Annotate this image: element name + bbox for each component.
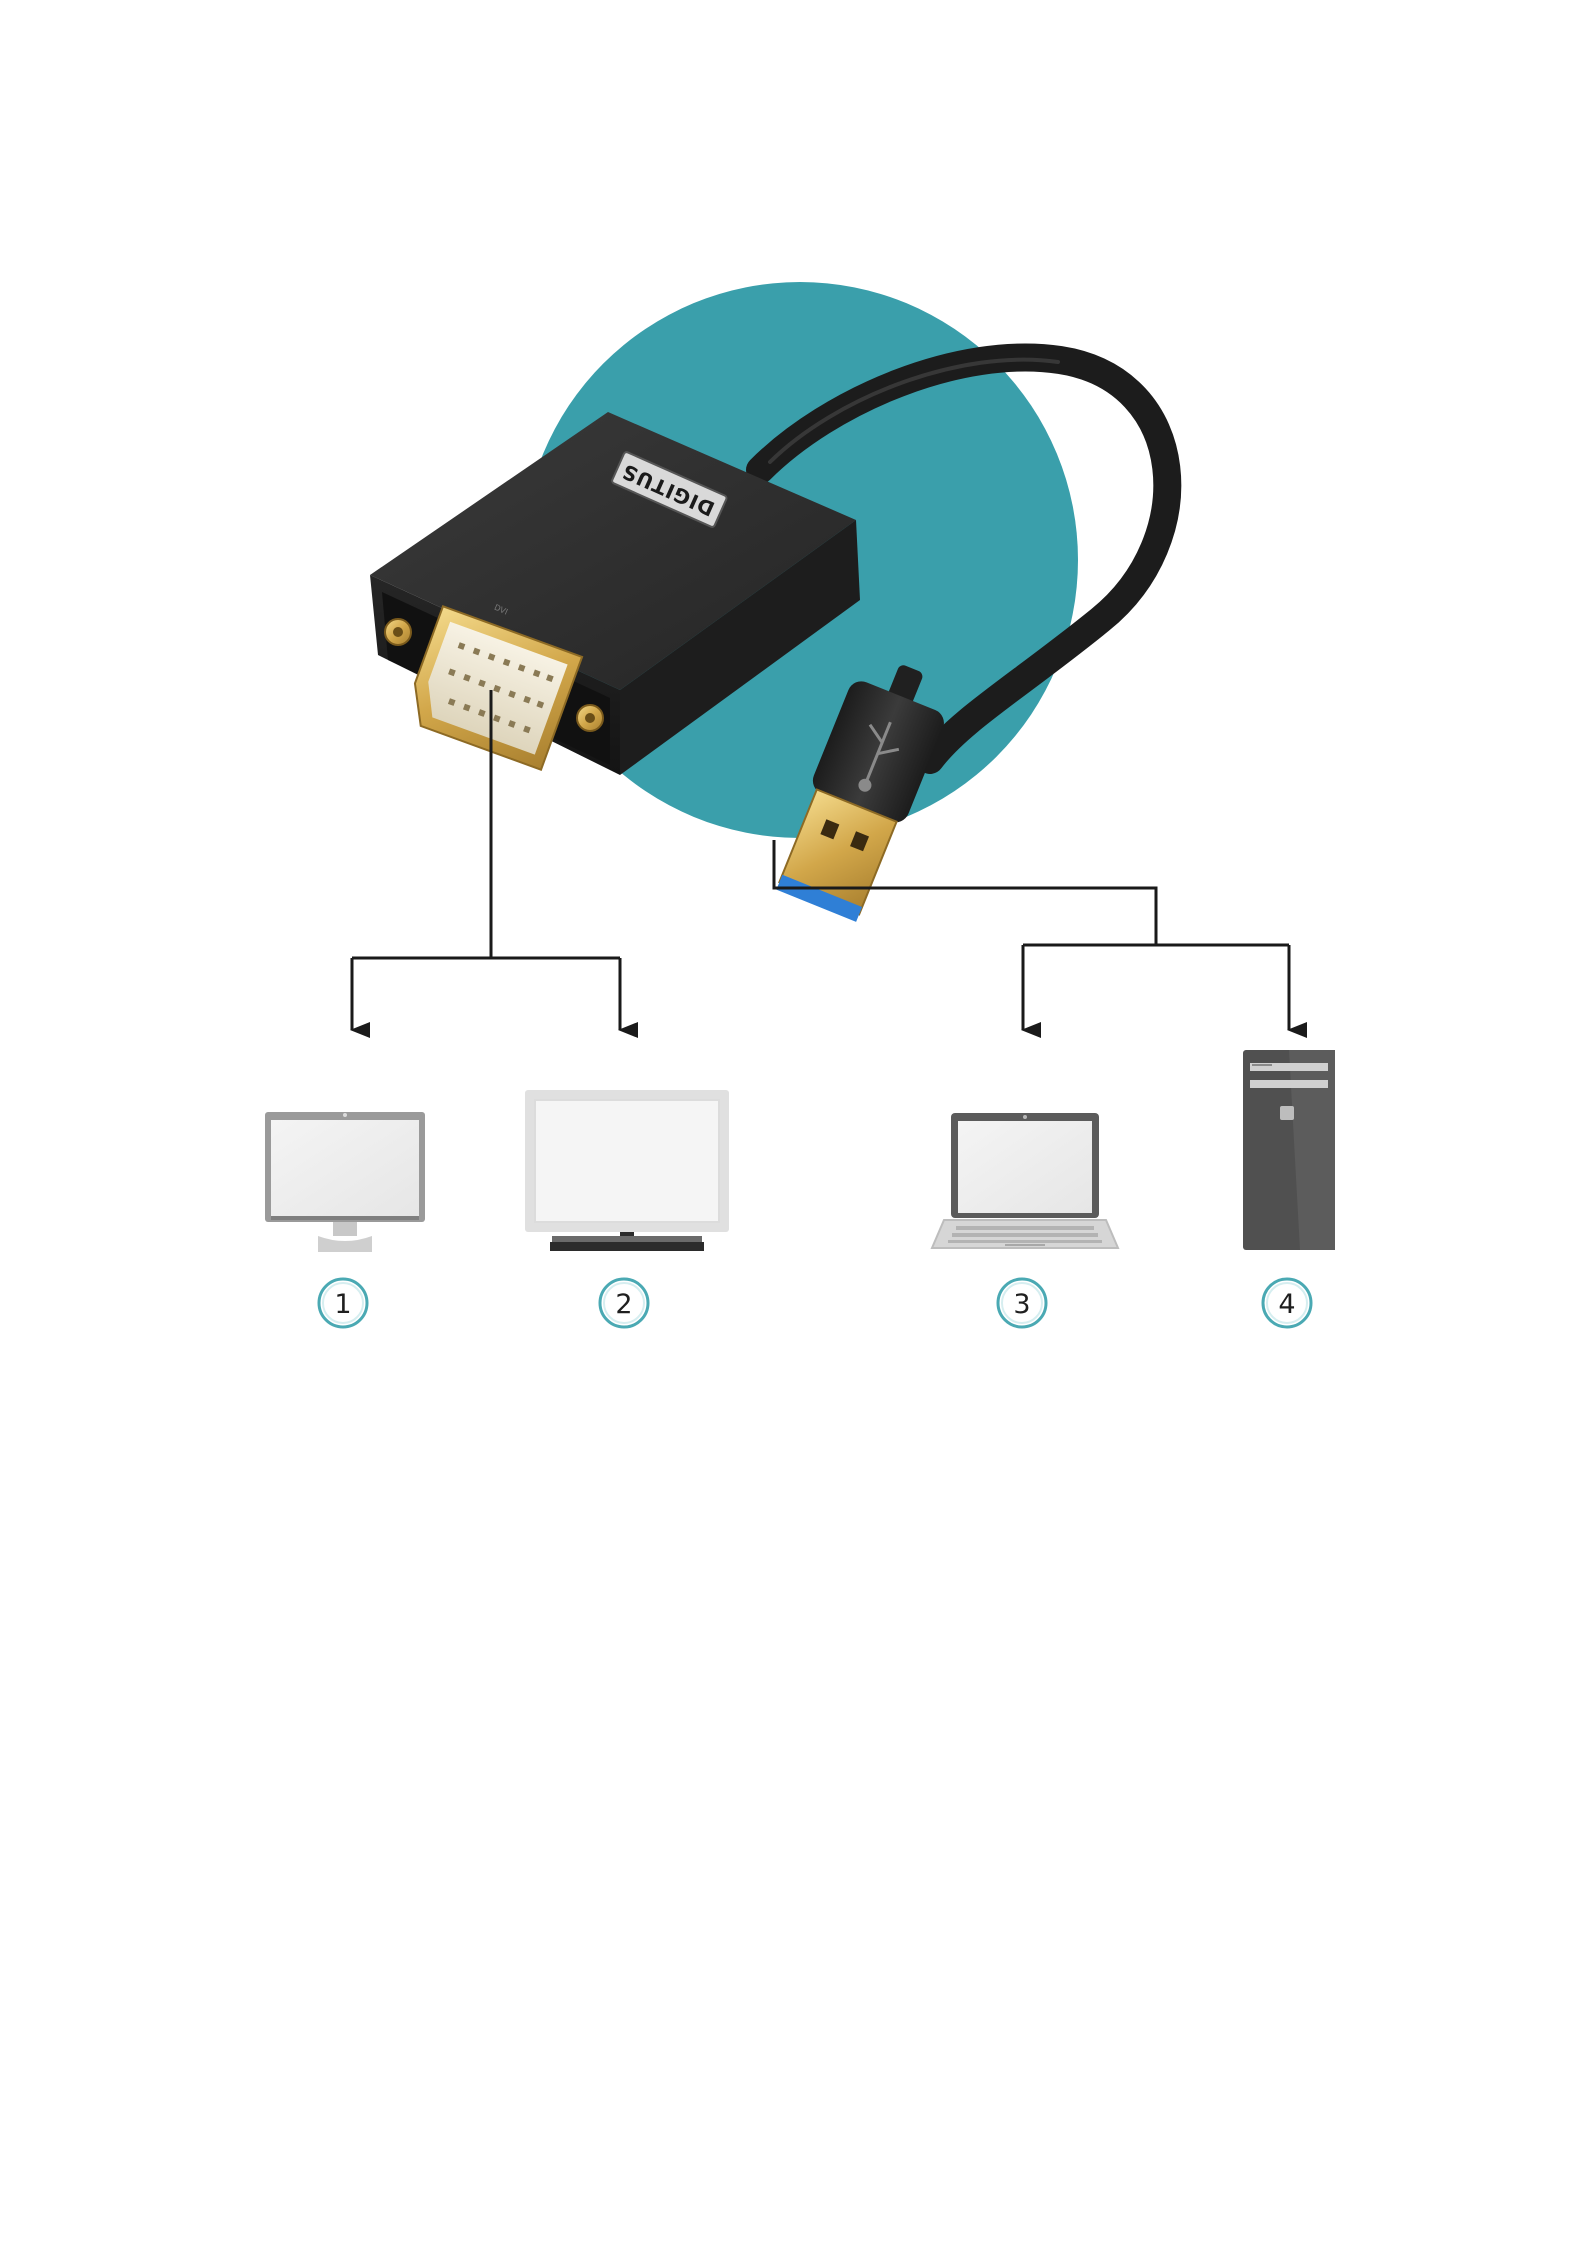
dvi-thumbscrew-right — [577, 705, 603, 731]
device-number-4: 4 — [1278, 1289, 1295, 1320]
laptop-icon — [932, 1113, 1118, 1248]
device-number-badge-2: 2 — [600, 1279, 648, 1327]
device-number-1: 1 — [334, 1289, 351, 1320]
device-number-2: 2 — [615, 1289, 632, 1320]
device-number-3: 3 — [1013, 1289, 1030, 1320]
device-number-badge-3: 3 — [998, 1279, 1046, 1327]
flat-monitor-icon — [525, 1090, 729, 1251]
device-number-badge-4: 4 — [1263, 1279, 1311, 1327]
device-number-badge-1: 1 — [319, 1279, 367, 1327]
dvi-thumbscrew-left — [385, 619, 411, 645]
desktop-tower-icon — [1243, 1050, 1335, 1250]
imac-monitor-icon — [265, 1112, 425, 1252]
